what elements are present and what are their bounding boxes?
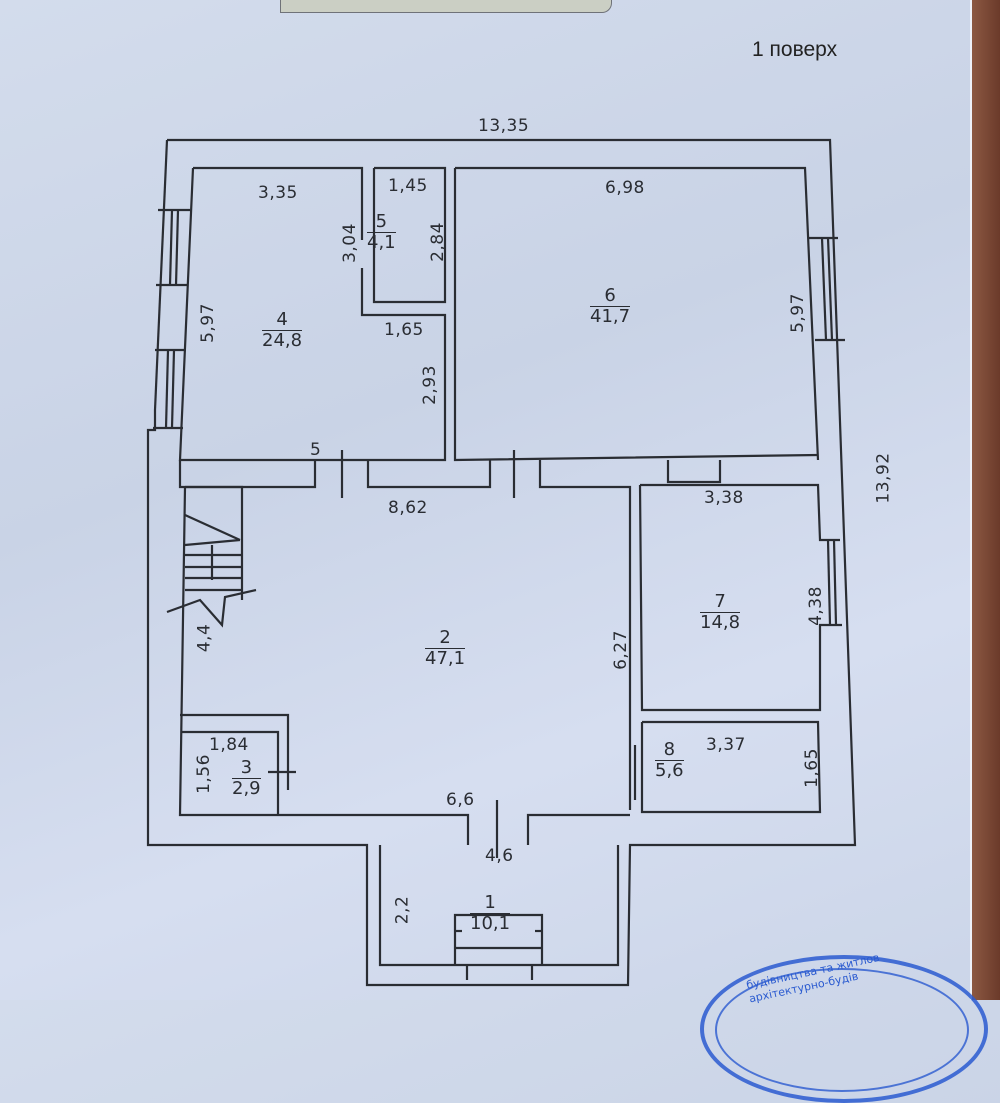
- room-3-label: 3 2,9: [232, 757, 261, 799]
- overall-depth-label: 13,92: [873, 452, 894, 504]
- room3-dim-height: 1,56: [193, 754, 214, 794]
- floor-plan-drawing: [146, 138, 857, 987]
- floor-title: 1 поверх: [752, 38, 838, 61]
- room-4-label: 4 24,8: [262, 309, 303, 351]
- room-5-label: 5 4,1: [367, 211, 396, 253]
- room1-dim-width: 4,6: [485, 846, 514, 866]
- room8-dim-width: 3,37: [706, 735, 746, 755]
- background-table-edge: [970, 0, 1000, 1000]
- room-7-label: 7 14,8: [700, 591, 741, 633]
- paper-edge: [970, 0, 972, 1000]
- room4-dim-width: 3,35: [258, 183, 298, 203]
- room5-dim-width: 1,45: [388, 176, 428, 196]
- room1-dim-height: 2,2: [392, 895, 413, 925]
- room-6-label: 6 41,7: [590, 285, 631, 327]
- room2-dim-stair: 4,4: [194, 623, 215, 653]
- room6-dim-height: 5,97: [787, 293, 808, 333]
- room2-dim-height: 6,27: [610, 630, 631, 670]
- room8-dim-height: 1,65: [801, 748, 822, 788]
- room4-dim-door: 5: [310, 440, 322, 460]
- room7-dim-height: 4,38: [805, 586, 826, 626]
- overall-width-label: 13,35: [478, 116, 530, 136]
- room4-dim-niche: 3,04: [339, 223, 360, 263]
- room-2-label: 2 47,1: [425, 627, 466, 669]
- room-8-label: 8 5,6: [655, 739, 684, 781]
- room-1-label: 1 10,1: [470, 892, 511, 934]
- room5-dim-height: 2,84: [427, 222, 448, 262]
- room4-dim-height: 5,97: [197, 303, 218, 343]
- room3-dim-width: 1,84: [209, 735, 249, 755]
- room6-dim-width: 6,98: [605, 178, 645, 198]
- room2-dim-bottom: 6,6: [446, 790, 475, 810]
- room2-dim-width: 8,62: [388, 498, 428, 518]
- room7-dim-width: 3,38: [704, 488, 744, 508]
- room4-dim-side: 2,93: [419, 365, 440, 405]
- room4-dim-step: 1,65: [384, 320, 424, 340]
